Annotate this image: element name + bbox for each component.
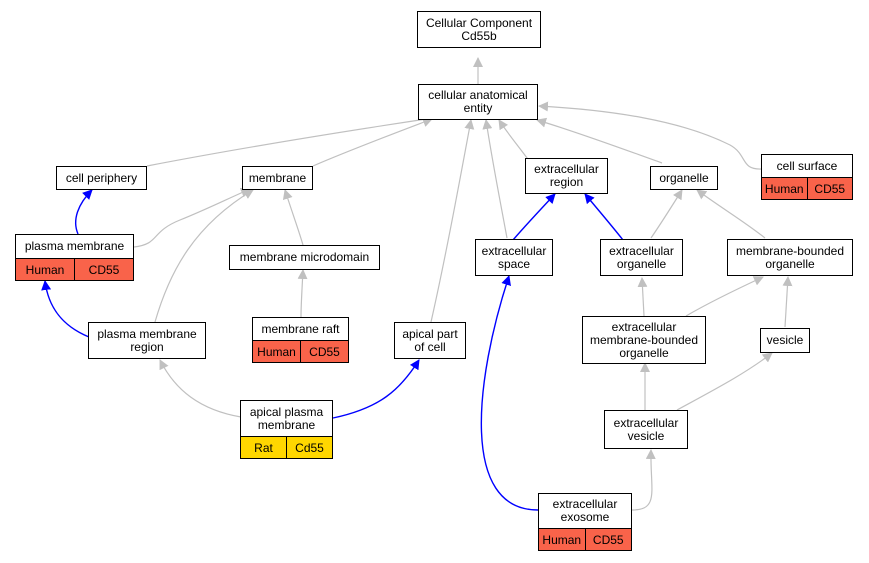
edge-cellsurface-to-cae xyxy=(538,101,763,170)
node-plasma-membrane[interactable]: plasma membrane Human CD55 xyxy=(15,234,134,281)
gene-symbol: CD55 xyxy=(584,529,631,550)
edge-exosome-to-extvesicle xyxy=(631,449,656,511)
edge-embo-to-extorganelle xyxy=(637,277,648,317)
edge-cellperiphery-to-cae xyxy=(146,114,434,167)
node-cell-surface[interactable]: cell surface Human CD55 xyxy=(761,154,853,200)
species-human: Human xyxy=(539,529,585,550)
edge-pmregion-to-membrane xyxy=(154,189,254,323)
edge-plasmamembrane-to-membrane xyxy=(133,188,251,248)
node-extracellular-organelle[interactable]: extracellular organelle xyxy=(600,239,683,276)
edge-apical-to-cae xyxy=(430,119,475,323)
edge-embo-to-mbo xyxy=(685,276,764,317)
edge-plasmamembrane-partof-cellperiphery xyxy=(74,189,93,235)
gene-symbol: Cd55 xyxy=(286,437,332,458)
edge-raft-to-microdomain xyxy=(297,269,308,318)
node-plasma-membrane-region[interactable]: plasma membrane region xyxy=(88,322,206,359)
edge-extregion-to-cae xyxy=(498,119,531,163)
node-membrane-bounded-organelle[interactable]: membrane-bounded organelle xyxy=(727,239,853,276)
edge-exosome-partof-extspace xyxy=(480,275,539,511)
node-vesicle[interactable]: vesicle xyxy=(760,328,810,353)
node-cellular-component[interactable]: Cellular Component Cd55b xyxy=(417,11,541,48)
edge-microdomain-to-membrane xyxy=(282,189,304,246)
node-membrane-microdomain[interactable]: membrane microdomain xyxy=(229,245,380,270)
node-extracellular-vesicle[interactable]: extracellular vesicle xyxy=(604,410,688,449)
node-organelle[interactable]: organelle xyxy=(650,166,718,190)
node-membrane-raft[interactable]: membrane raft Human CD55 xyxy=(252,317,349,363)
edge-membrane-to-cae xyxy=(312,117,433,167)
edge-organelle-to-cae xyxy=(536,117,663,164)
gene-symbol: CD55 xyxy=(806,178,852,199)
edge-extvesicle-to-vesicle xyxy=(676,352,773,411)
species-human: Human xyxy=(762,178,807,199)
gene-symbol: CD55 xyxy=(300,341,348,362)
node-extracellular-region[interactable]: extracellular region xyxy=(525,158,608,194)
edge-apicalpm-partof-apical xyxy=(332,359,420,419)
node-apical-part-of-cell[interactable]: apical part of cell xyxy=(394,322,466,359)
node-apical-plasma-membrane[interactable]: apical plasma membrane Rat Cd55 xyxy=(240,400,333,459)
node-extracellular-exosome[interactable]: extracellular exosome Human CD55 xyxy=(538,493,632,551)
species-human: Human xyxy=(16,259,74,280)
edge-extspace-to-cae xyxy=(482,119,508,239)
edge-pmregion-partof-plasmamembrane xyxy=(41,280,90,338)
node-extracellular-space[interactable]: extracellular space xyxy=(475,239,553,276)
gene-symbol: CD55 xyxy=(74,259,133,280)
edge-extorganelle-partof-extregion xyxy=(584,193,624,241)
edge-extspace-partof-extregion xyxy=(512,193,556,241)
edge-extorganelle-to-organelle xyxy=(650,189,683,239)
node-membrane[interactable]: membrane xyxy=(242,166,313,190)
species-human: Human xyxy=(253,341,300,362)
edge-apicalpm-to-pmregion xyxy=(159,359,242,418)
species-rat: Rat xyxy=(241,437,286,458)
node-cell-periphery[interactable]: cell periphery xyxy=(56,166,147,190)
node-cellular-anatomical-entity[interactable]: cellular anatomical entity xyxy=(418,84,538,120)
node-extracellular-membrane-bounded-organelle[interactable]: extracellular membrane-bounded organelle xyxy=(582,316,706,364)
edge-mbo-to-organelle xyxy=(696,189,766,239)
edge-vesicle-to-mbo xyxy=(782,276,793,328)
